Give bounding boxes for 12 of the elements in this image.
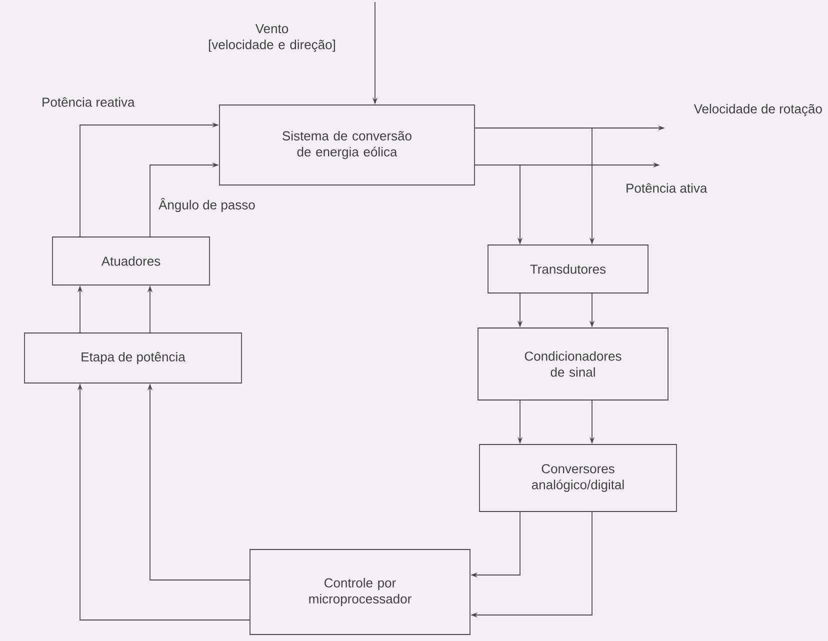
edge-label: Potência ativa (626, 183, 708, 193)
edge-label: Ângulo de passo (158, 198, 255, 212)
process-box: Condicionadores de sinal (478, 328, 668, 400)
process-box: Transdutores (488, 244, 648, 294)
process-box: Etapa de potência (24, 332, 242, 384)
edge-label: Vento [velocidade e direção] (208, 24, 335, 52)
edge-label: Potência reativa (42, 97, 135, 107)
edge-label: Velocidade de rotação (694, 104, 822, 116)
process-box: Sistema de conversão de energia eólica (219, 104, 475, 186)
process-box: Atuadores (52, 236, 210, 286)
process-box: Controle por microprocessador (250, 549, 470, 635)
process-box: Conversores analógico/digital (479, 444, 677, 512)
